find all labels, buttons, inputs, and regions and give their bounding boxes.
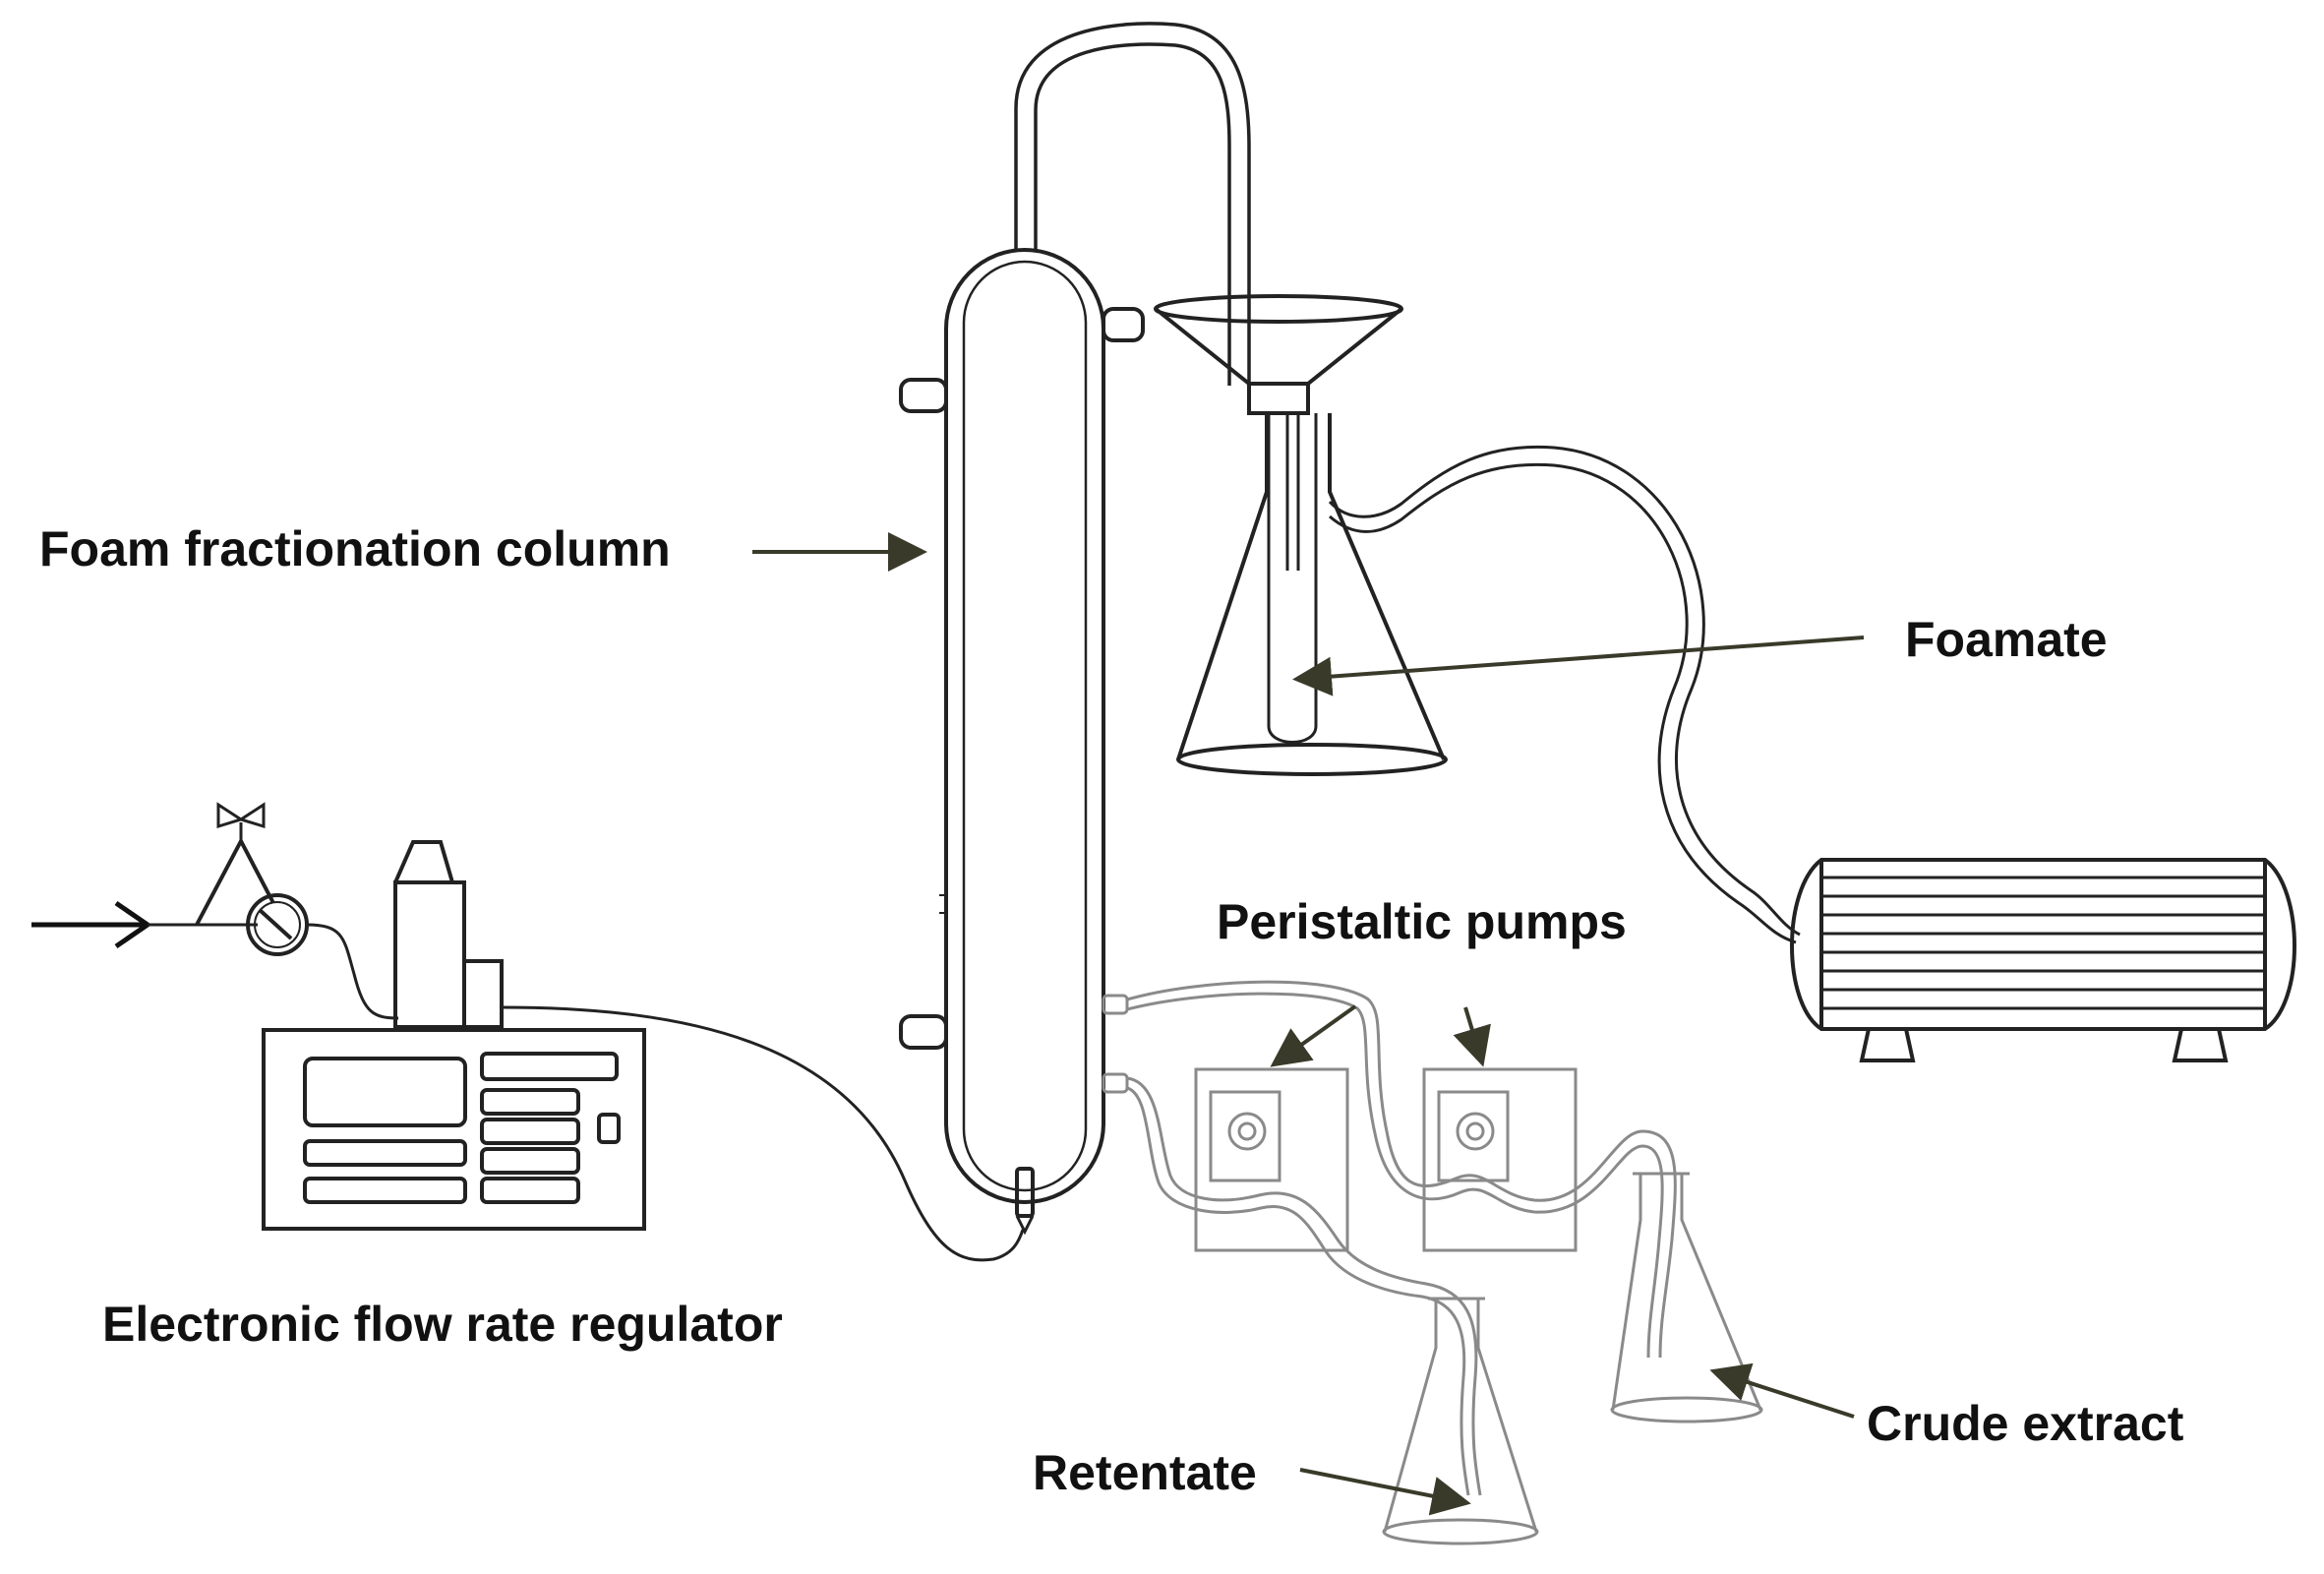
foam-overflow-tube (1014, 22, 1251, 386)
crude-extract-label-arrow (1709, 1362, 1855, 1419)
peristaltic-pump-left (1194, 1067, 1349, 1252)
retentate-label-arrow (1299, 1468, 1471, 1516)
pressure-regulator (195, 802, 309, 956)
vacuum-tube (1328, 445, 1801, 944)
foamate-label-arrow (1292, 636, 1865, 696)
foam-fractionation-column-label: Foam fractionation column (39, 521, 671, 576)
label-arrows (752, 532, 1865, 1516)
foamate-label: Foamate (1905, 612, 2108, 667)
pump-left-arrow (1270, 1004, 1357, 1067)
retentate-label: Retentate (1033, 1445, 1257, 1500)
crude-extract-flask (1610, 1172, 1763, 1423)
foam-fractionation-column (899, 248, 1145, 1236)
gas-feed-tube (501, 1005, 1025, 1262)
retentate-flask (1382, 1297, 1539, 1545)
pump-tubing (1102, 980, 1677, 1496)
flow-rate-regulator-label: Electronic flow rate regulator (102, 1297, 783, 1352)
gauge-tube (306, 923, 399, 1020)
gas-inlet-arrow (31, 900, 258, 949)
vacuum-pump (1790, 858, 2296, 1062)
peristaltic-pumps-label: Peristaltic pumps (1217, 894, 1627, 949)
funnel (1154, 294, 1403, 415)
foamate-collection-flask (1176, 413, 1448, 776)
crude-extract-label: Crude extract (1867, 1396, 2184, 1451)
electronic-flow-rate-regulator (262, 840, 646, 1231)
peristaltic-pump-right (1422, 1067, 1578, 1252)
pump-right-arrow (1453, 1006, 1491, 1067)
